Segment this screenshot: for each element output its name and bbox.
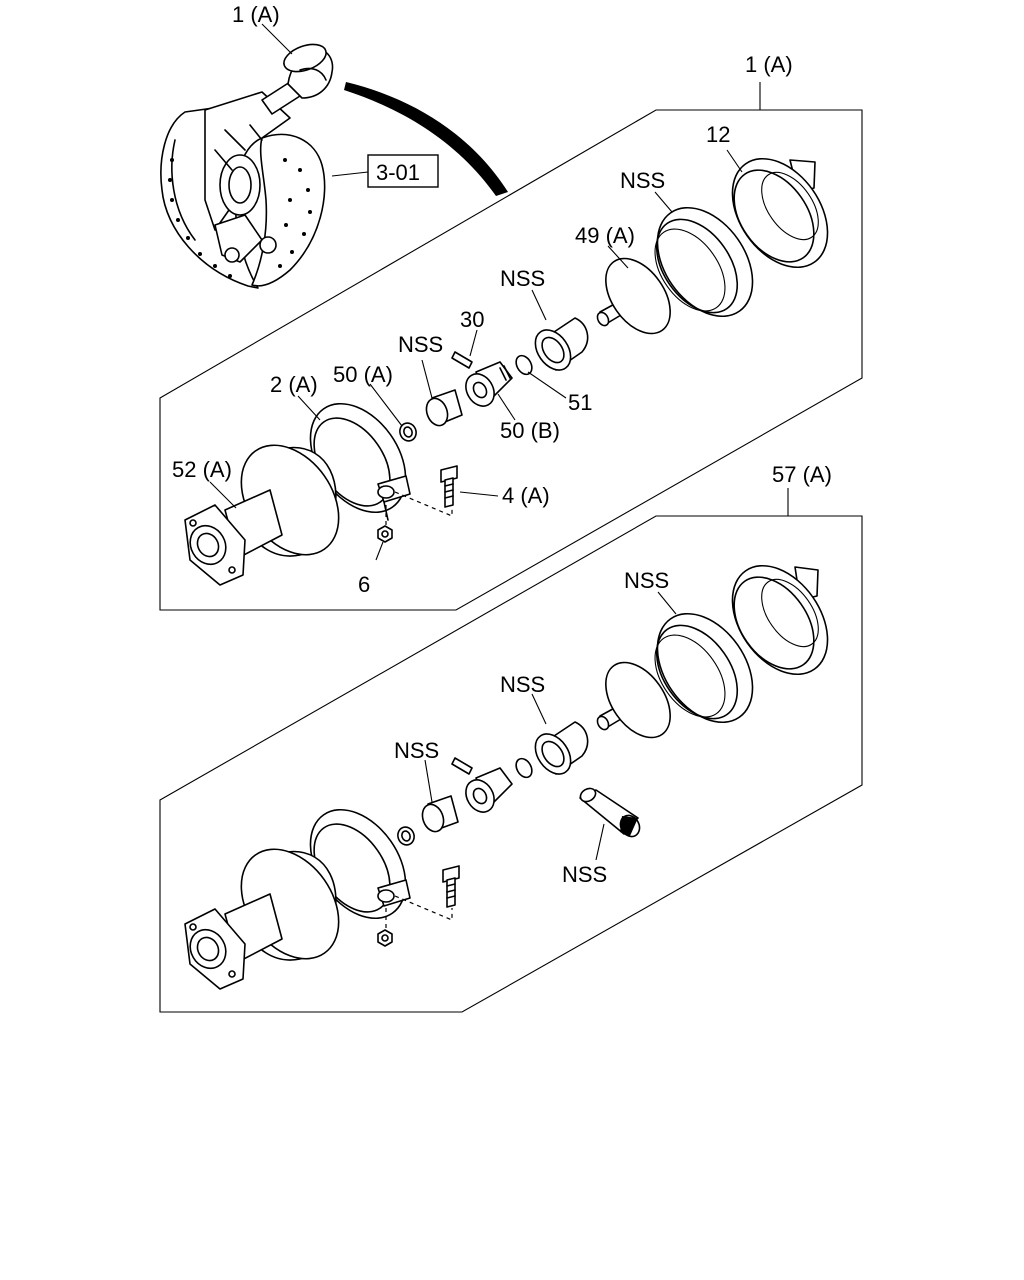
upper-kit-frame <box>159 82 863 611</box>
label-nss-bush: NSS <box>398 332 443 357</box>
lower-bushing-nss <box>421 795 459 833</box>
lower-leader-lines <box>424 591 677 861</box>
section-ref-box <box>367 154 439 188</box>
lower-nut <box>377 929 393 947</box>
lower-label-nss-ring: NSS <box>624 568 669 593</box>
lower-kit-ref-label: 57 (A) <box>772 462 832 487</box>
housing-cover-part-12 <box>731 157 829 269</box>
overview-assembly-label: 1 (A) <box>232 2 280 27</box>
label-51: 51 <box>568 390 592 415</box>
lower-pin <box>451 757 473 775</box>
bushing-nss <box>425 389 463 427</box>
lower-kit-frame <box>159 488 863 1013</box>
label-52a: 52 (A) <box>172 457 232 482</box>
boot-nss <box>534 317 589 371</box>
lower-o-ring <box>515 757 533 779</box>
callout-arrow <box>344 82 508 196</box>
o-ring-part-51 <box>515 354 533 376</box>
lower-diaphragm-ring-nss <box>654 612 754 724</box>
label-50a: 50 (A) <box>333 362 393 387</box>
label-4a: 4 (A) <box>502 483 550 508</box>
label-12: 12 <box>706 122 730 147</box>
push-plate-part-49a <box>596 257 671 335</box>
nut-part-6 <box>377 525 393 543</box>
lower-label-nss-bush: NSS <box>394 738 439 763</box>
label-nss-ring: NSS <box>620 168 665 193</box>
label-2a: 2 (A) <box>270 372 318 397</box>
lower-housing-cover <box>731 564 829 676</box>
sleeve-nss <box>579 787 641 838</box>
label-6: 6 <box>358 572 370 597</box>
chamber-housing-part-52a <box>184 444 340 586</box>
upper-kit-ref-label: 1 (A) <box>745 52 793 77</box>
label-30: 30 <box>460 307 484 332</box>
upper-leader-lines <box>209 149 743 561</box>
label-49a: 49 (A) <box>575 223 635 248</box>
diaphragm-ring-nss <box>654 206 754 318</box>
nut-part-50a <box>399 422 417 442</box>
lower-chamber-housing <box>184 848 340 990</box>
lower-adjuster <box>465 767 513 813</box>
lower-small-nut <box>397 826 415 846</box>
brake-shoe-assembly-illustration <box>160 43 334 289</box>
lower-push-plate <box>596 661 671 739</box>
label-nss-boot: NSS <box>500 266 545 291</box>
section-ref-label: 3-01 <box>376 160 420 185</box>
lower-bolt <box>442 865 460 908</box>
lower-label-nss-boot: NSS <box>500 672 545 697</box>
bolt-part-4a <box>440 465 458 508</box>
pin-part-30 <box>451 351 473 369</box>
label-50b: 50 (B) <box>500 418 560 443</box>
adjuster-part-50b <box>465 361 513 407</box>
lower-label-nss-sleeve: NSS <box>562 862 607 887</box>
lower-boot-nss <box>534 721 589 775</box>
